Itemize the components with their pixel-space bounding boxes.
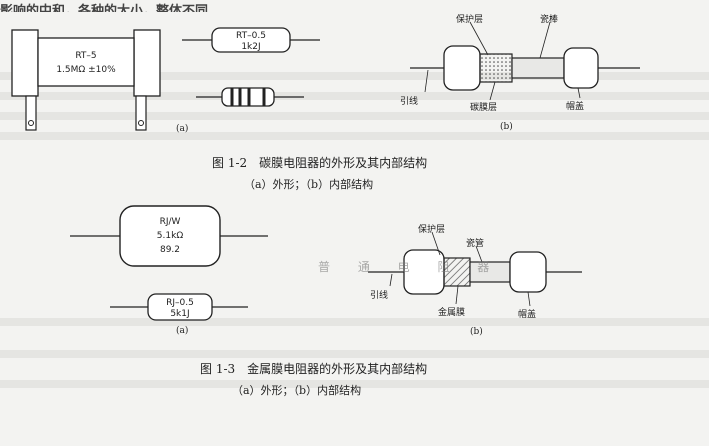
rt05-model-text: RT–0.5 xyxy=(236,31,266,41)
cut-off-top-text: 影响的中和，各种的大小，整体不同 xyxy=(0,4,209,12)
resistor-rjw-drawing xyxy=(70,205,268,267)
rjw-value-text: 5.1kΩ xyxy=(157,231,184,241)
fig12-subcaption: （a）外形；（b）内部结构 xyxy=(244,178,374,191)
bleed-text-line xyxy=(0,72,709,80)
label-protect-layer: 保护层 xyxy=(418,225,446,235)
resistor-rj05-drawing xyxy=(110,293,248,321)
bleed-text-line xyxy=(0,380,709,388)
label-carbon-film: 碳膜层 xyxy=(470,103,498,113)
bleed-text-line xyxy=(0,350,709,358)
label-metal-film: 金属膜 xyxy=(438,308,466,318)
resistor-banded-drawing xyxy=(196,87,304,107)
rt05-value-text: 1k2J xyxy=(241,42,260,52)
label-end-cap: 帽盖 xyxy=(518,310,537,320)
label-protect-layer: 保护层 xyxy=(456,15,484,25)
resistor-rt5-drawing xyxy=(11,29,161,131)
bleed-text-line xyxy=(0,112,709,120)
resistor-rt05-drawing xyxy=(182,27,320,53)
carbon-film-structure-drawing xyxy=(410,21,640,101)
fig12-panel-b-label: (b) xyxy=(500,122,513,132)
label-lead: 引线 xyxy=(370,291,389,301)
fig13-panel-a-label: (a) xyxy=(176,326,189,336)
rjw-model-text: RJ/W xyxy=(160,217,181,227)
label-ceramic-tube: 瓷管 xyxy=(466,239,485,249)
bleed-text-line xyxy=(0,92,709,100)
section-heading-bleed: 普 通 电 阻 器 xyxy=(318,260,502,274)
label-lead: 引线 xyxy=(400,97,419,107)
label-end-cap: 帽盖 xyxy=(566,102,585,112)
fig12-caption: 图 1-2 碳膜电阻器的外形及其内部结构 xyxy=(212,156,428,170)
fig13-subcaption: （a）外形；（b）内部结构 xyxy=(232,384,362,397)
label-ceramic-rod: 瓷棒 xyxy=(540,15,559,25)
bleed-text-line xyxy=(0,132,709,140)
rj05-value-text: 5k1J xyxy=(170,309,189,319)
fig13-caption: 图 1-3 金属膜电阻器的外形及其内部结构 xyxy=(200,362,428,376)
fig12-panel-a-label: (a) xyxy=(176,124,189,134)
metal-film-structure-drawing xyxy=(368,231,582,307)
rt5-value-text: 1.5MΩ ±10% xyxy=(56,65,116,75)
bleed-text-line xyxy=(0,318,709,326)
rt5-model-text: RT–5 xyxy=(75,51,96,61)
rjw-extra-text: 89.2 xyxy=(160,245,180,255)
rj05-model-text: RJ–0.5 xyxy=(166,298,194,308)
fig13-panel-b-label: (b) xyxy=(470,327,483,337)
